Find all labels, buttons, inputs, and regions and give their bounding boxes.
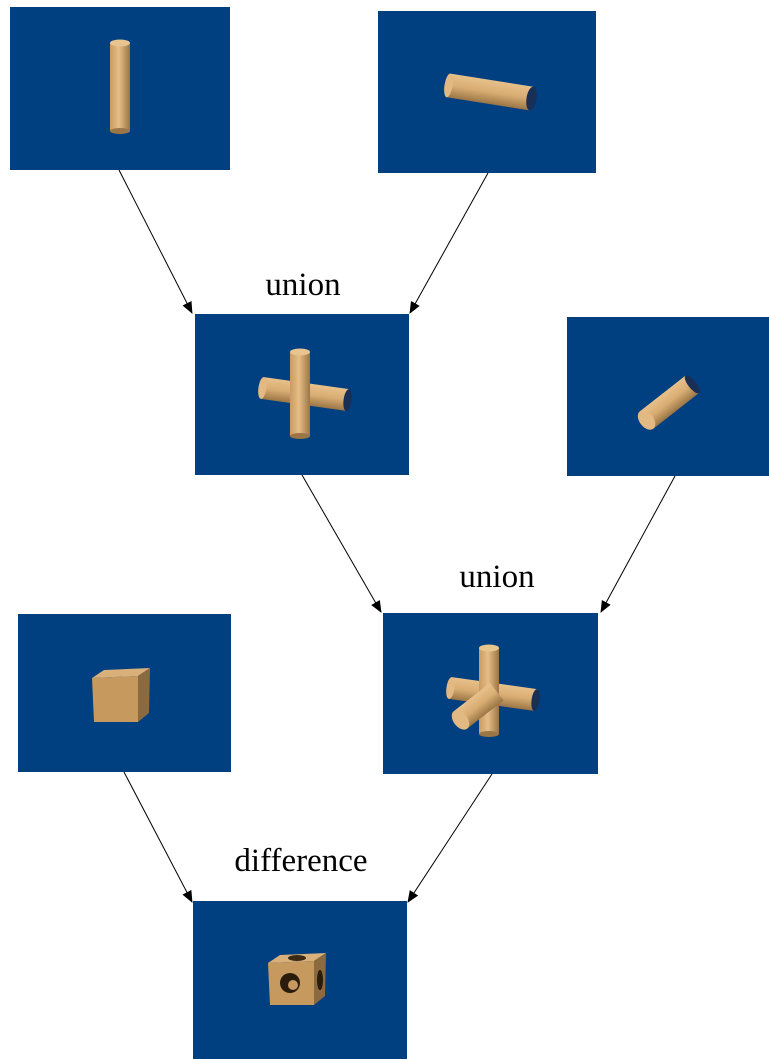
edge-cylinder-vertical-to-union-1 [118,169,193,314]
difference-label: difference [234,843,367,879]
node-union-2 [383,613,598,774]
node-cylinder-horizontal [378,11,596,173]
cylinder-icon [110,39,130,134]
node-cube [18,614,231,772]
edges [118,169,676,903]
edge-union-1-to-union-2 [301,474,382,613]
three-axis-cross-icon [446,644,540,737]
cube-icon [92,668,150,722]
edge-union-2-to-difference [407,773,493,903]
cylinder-cross-icon [258,348,352,439]
node-union-1 [195,314,409,475]
edge-cylinder-horizontal-to-union-1 [409,172,489,314]
union-1-label: union [265,267,340,303]
node-difference [193,901,407,1059]
union-2-label: union [459,559,534,595]
holed-cube-icon [268,953,326,1005]
cylinder-icon [444,73,537,111]
node-cylinder-vertical [10,7,230,170]
edge-cylinder-depth-to-union-2 [600,475,676,613]
cylinder-icon [637,375,700,430]
edge-cube-to-difference [123,771,193,903]
node-cylinder-depth [567,317,769,476]
